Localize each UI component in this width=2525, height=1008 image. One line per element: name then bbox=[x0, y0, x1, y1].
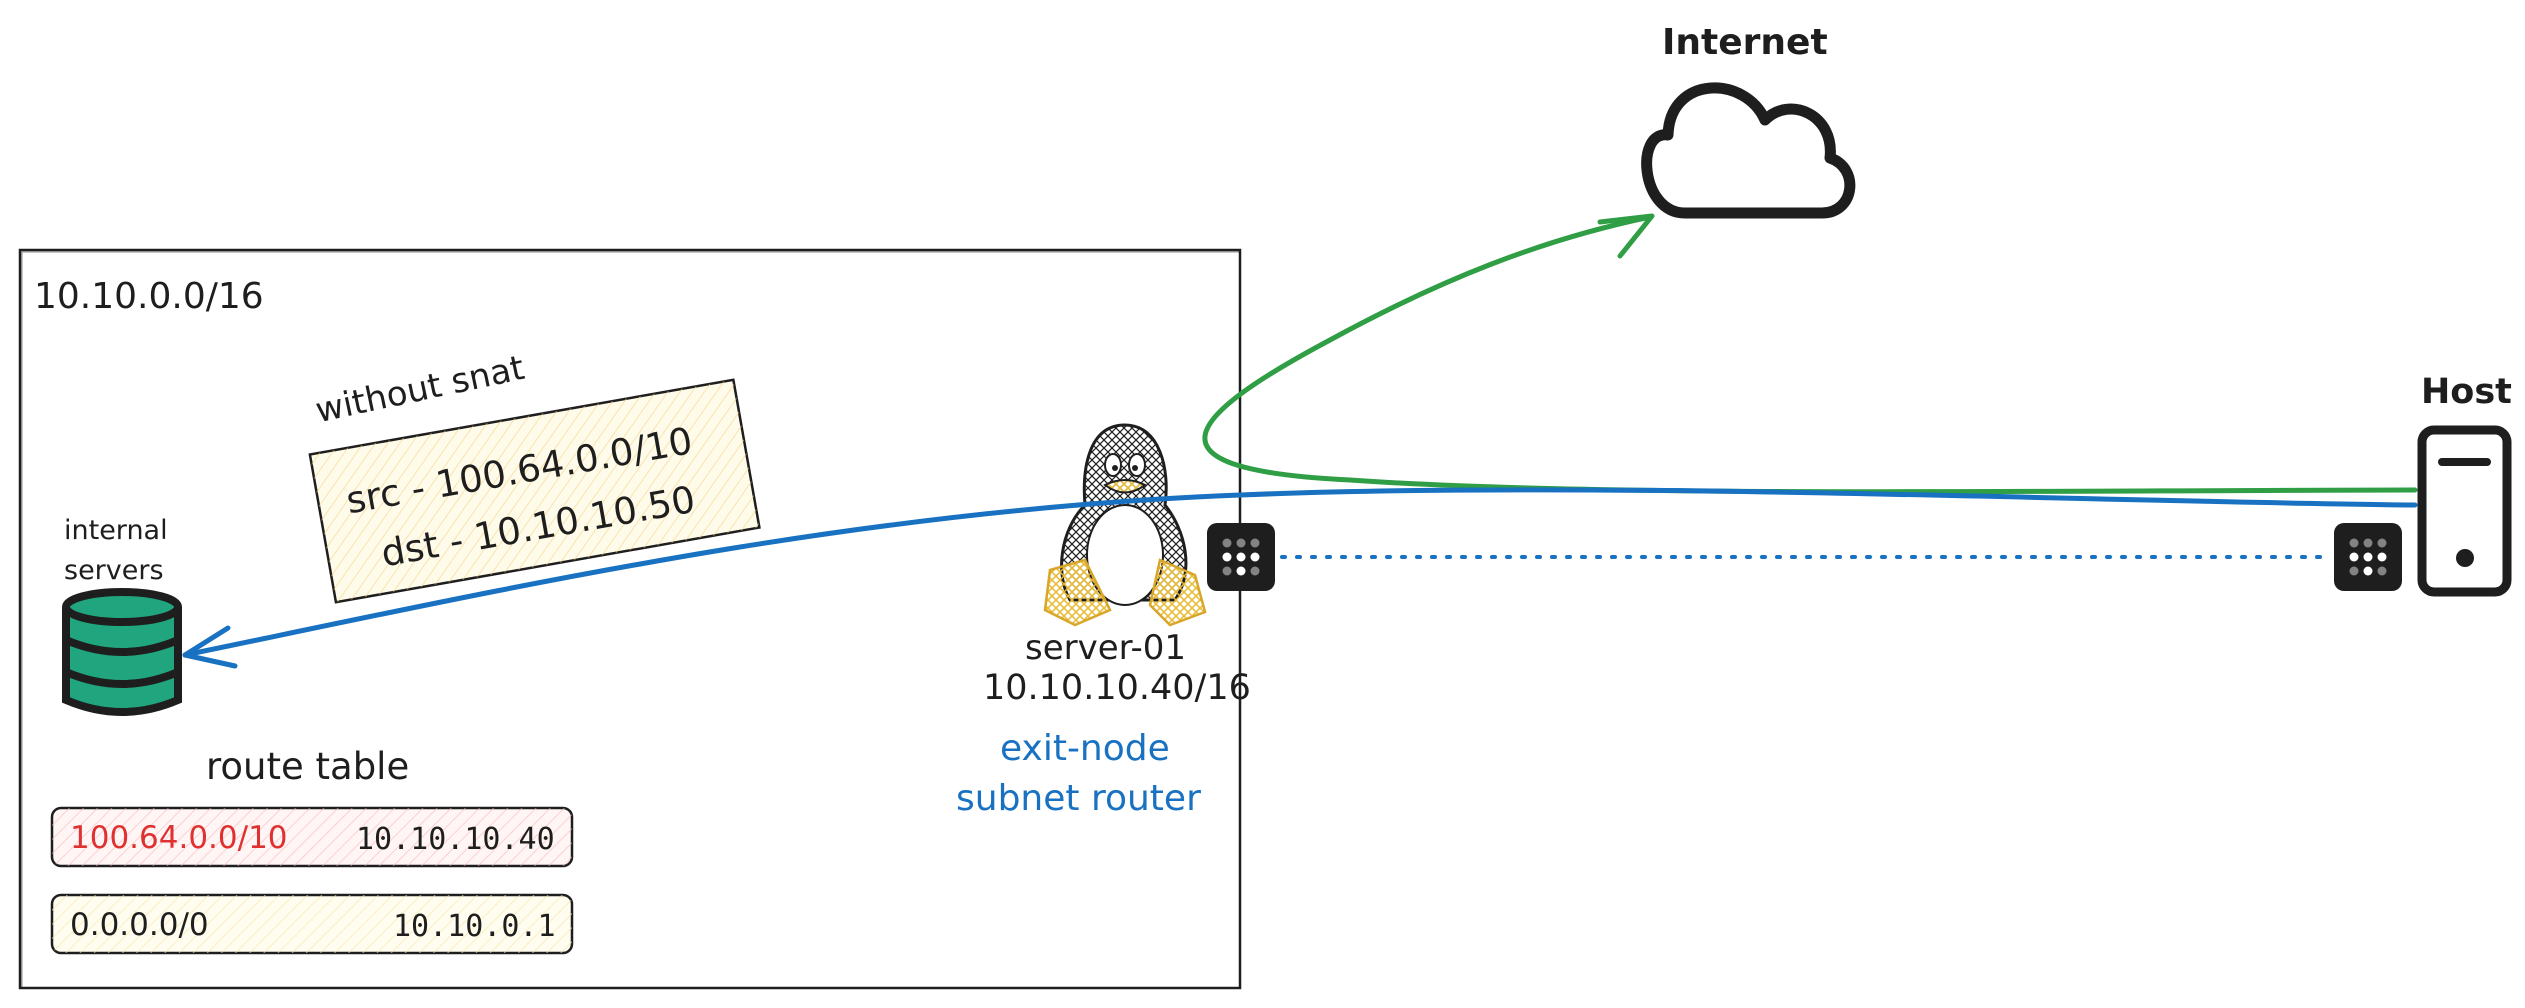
route-gateway: 10.10.10.40 bbox=[356, 822, 555, 857]
tailscale-icon bbox=[1207, 523, 1275, 591]
server-tower-icon bbox=[2417, 425, 2512, 597]
cloud-icon bbox=[1641, 82, 1856, 219]
route-destination: 0.0.0.0/0 bbox=[70, 907, 209, 943]
router-role-line1: exit-node bbox=[1000, 728, 1170, 769]
router-role-line2: subnet router bbox=[956, 778, 1201, 819]
router-ip: 10.10.10.40/16 bbox=[983, 668, 1251, 708]
tailscale-icon bbox=[2334, 523, 2402, 591]
route-row-boxes bbox=[50, 806, 574, 955]
snat-note-box bbox=[308, 378, 761, 604]
network-boundary bbox=[18, 248, 1242, 990]
router-name: server-01 bbox=[1025, 628, 1186, 668]
network-cidr-label: 10.10.0.0/16 bbox=[34, 276, 264, 317]
database-icon bbox=[62, 588, 182, 716]
servers-label-line1: internal bbox=[64, 515, 168, 546]
host-label: Host bbox=[2421, 372, 2512, 412]
servers-label-line2: servers bbox=[64, 555, 164, 586]
subnet-traffic-arrow bbox=[182, 487, 2418, 669]
internet-traffic-arrow bbox=[1202, 213, 2418, 495]
internet-label: Internet bbox=[1662, 22, 1828, 63]
route-destination: 100.64.0.0/10 bbox=[70, 820, 288, 856]
penguin-icon bbox=[1043, 423, 1207, 627]
route-gateway: 10.10.0.1 bbox=[393, 909, 556, 944]
route-table-title: route table bbox=[206, 745, 410, 788]
